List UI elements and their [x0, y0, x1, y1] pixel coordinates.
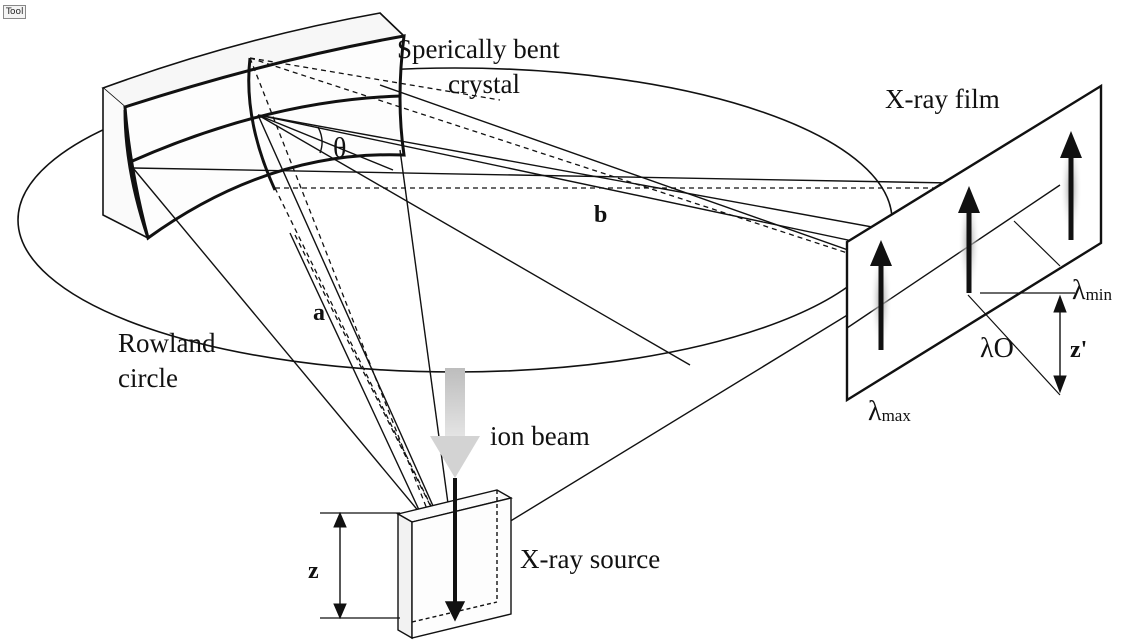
xray-source-block	[396, 478, 513, 640]
z-label: z	[308, 558, 319, 584]
theta-arc	[317, 126, 323, 154]
rowland-label-line1: Rowland	[118, 328, 216, 358]
lambda-max-label: λmax	[868, 396, 911, 427]
ion-beam-label: ion beam	[490, 421, 590, 451]
crystal-label-line1: Sperically bent	[397, 34, 560, 64]
xray-source-label: X-ray source	[520, 544, 660, 574]
xray-film-label: X-ray film	[885, 84, 1000, 114]
lambda-min-label: λmin	[1072, 275, 1113, 306]
a-label: a	[313, 300, 325, 326]
z-prime-label: z'	[1070, 337, 1087, 363]
z-dimension	[320, 511, 400, 620]
lambda-o-label: λO	[980, 333, 1014, 364]
ion-beam-arrow	[430, 368, 480, 478]
bent-crystal	[101, 12, 406, 241]
rowland-label-line2: circle	[118, 363, 178, 393]
crystal-label-line2: crystal	[448, 69, 520, 99]
b-label: b	[594, 202, 607, 228]
tool-button[interactable]: Tool	[3, 5, 27, 19]
spectral-lines	[870, 131, 1082, 350]
theta-label: θ	[333, 133, 346, 164]
z-prime-dimension	[1053, 294, 1067, 394]
